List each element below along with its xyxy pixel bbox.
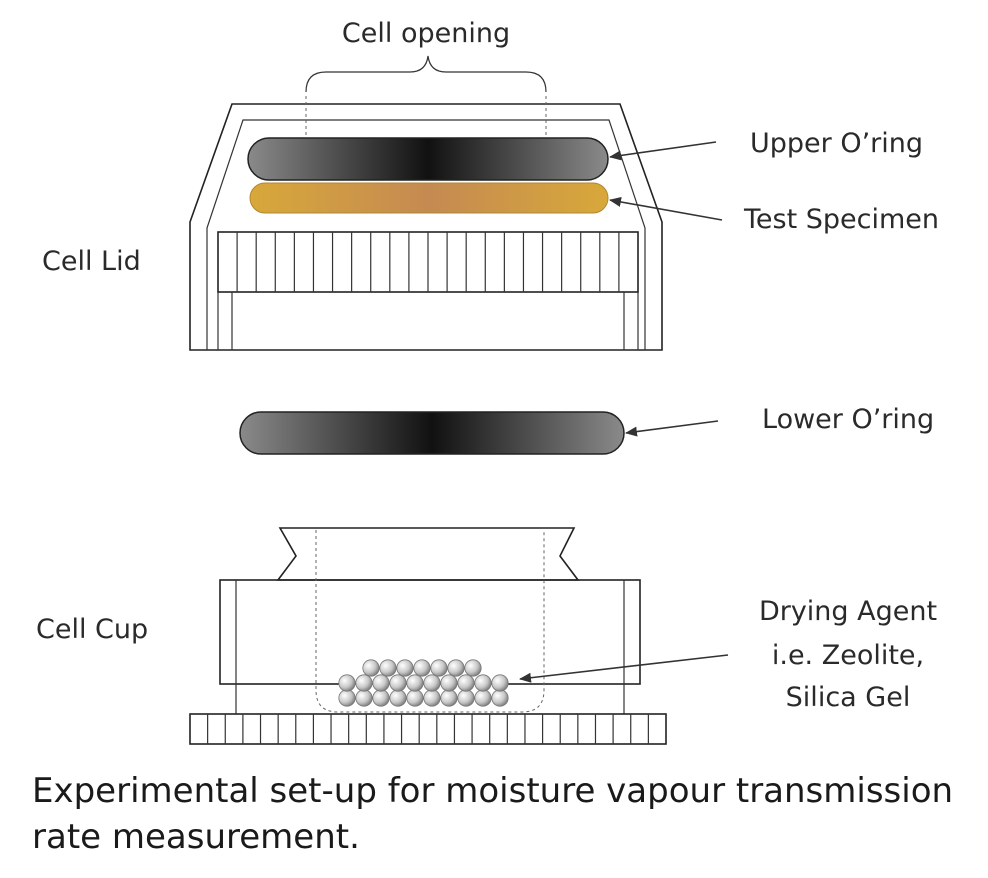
- bead: [406, 674, 424, 692]
- cup-inner-well: [315, 530, 545, 713]
- cell-cup-base-grid: [189, 713, 667, 745]
- bead: [474, 674, 492, 692]
- bead: [491, 689, 509, 707]
- arrow-drying-agent: [519, 654, 729, 683]
- drying-agent-beads: [338, 659, 509, 707]
- bead: [491, 674, 509, 692]
- drying-agent-label-line3: Silica Gel: [786, 682, 911, 713]
- drying-agent-label-line1: Drying Agent: [759, 596, 937, 627]
- cell-lid-label: Cell Lid: [42, 246, 141, 277]
- lower-oring-label: Lower O’ring: [762, 404, 934, 435]
- bead: [457, 689, 475, 707]
- cell-cup-flange: [276, 527, 580, 581]
- bead: [464, 659, 482, 677]
- bead: [457, 674, 475, 692]
- cell-opening-label: Cell opening: [342, 18, 510, 49]
- upper-oring: [247, 137, 609, 181]
- cell-lid-inner-outline: [206, 119, 646, 350]
- test-specimen: [249, 182, 609, 214]
- lower-oring: [239, 411, 625, 455]
- arrow-upper-oring: [609, 141, 717, 161]
- bead: [440, 689, 458, 707]
- upper-oring-label: Upper O’ring: [750, 128, 923, 159]
- cell-lid-outline: [189, 103, 663, 351]
- arrow-test-specimen: [609, 197, 723, 221]
- bead: [338, 674, 356, 692]
- bead: [338, 689, 356, 707]
- bead: [372, 674, 390, 692]
- bead: [362, 659, 380, 677]
- cell-cup-label: Cell Cup: [36, 614, 148, 645]
- test-specimen-label: Test Specimen: [743, 204, 939, 235]
- bead: [440, 674, 458, 692]
- bead: [474, 689, 492, 707]
- arrow-lower-oring: [625, 420, 719, 437]
- cell-opening-brace: [305, 55, 547, 93]
- bead: [396, 659, 414, 677]
- drying-agent-label-line2: i.e. Zeolite,: [772, 640, 924, 671]
- bead: [389, 689, 407, 707]
- bead: [423, 689, 441, 707]
- bead: [355, 674, 373, 692]
- bead: [447, 659, 465, 677]
- bead: [406, 689, 424, 707]
- bead: [372, 689, 390, 707]
- bead: [430, 659, 448, 677]
- bead: [379, 659, 397, 677]
- bead: [423, 674, 441, 692]
- figure-caption: Experimental set-up for moisture vapour …: [32, 771, 954, 857]
- bead: [355, 689, 373, 707]
- cell-lid-grid: [217, 231, 639, 293]
- bead: [389, 674, 407, 692]
- bead: [413, 659, 431, 677]
